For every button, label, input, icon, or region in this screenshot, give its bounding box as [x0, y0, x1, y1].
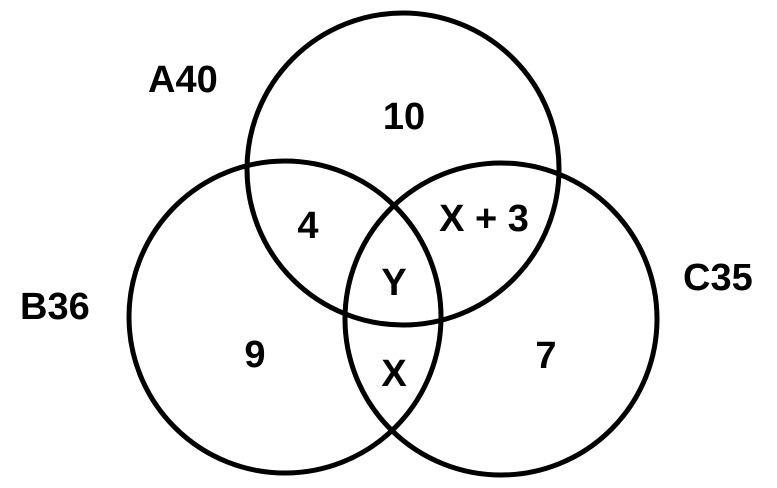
- circle-c: [342, 160, 660, 478]
- region-a-only: 10: [383, 96, 425, 138]
- region-c-only: 7: [535, 335, 556, 377]
- region-b-only: 9: [244, 334, 265, 376]
- set-label-a: A40: [148, 59, 218, 101]
- circle-a: [244, 10, 562, 328]
- set-label-b: B36: [20, 286, 90, 328]
- region-a-b-c: Y: [381, 262, 406, 304]
- set-label-c: C35: [683, 257, 753, 299]
- region-a-and-b: 4: [297, 205, 318, 247]
- circle-b: [126, 158, 444, 476]
- region-a-and-c: X + 3: [439, 198, 529, 240]
- region-b-and-c: X: [381, 353, 407, 395]
